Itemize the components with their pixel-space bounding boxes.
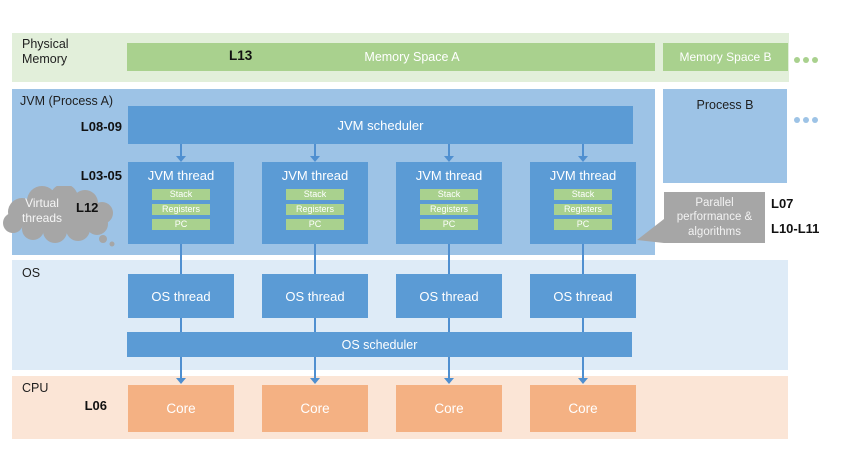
memory-space-a-label: Memory Space A xyxy=(364,50,460,64)
dot-icon xyxy=(803,57,809,63)
stack-pill: Stack xyxy=(420,189,478,200)
stack-pill: Stack xyxy=(286,189,344,200)
parallel-performance-label: Parallel performance & algorithms xyxy=(676,196,753,238)
os-thread-box: OS thread xyxy=(396,274,502,318)
connector-line xyxy=(448,244,450,274)
l03-05-label: L03-05 xyxy=(80,168,122,183)
dot-icon xyxy=(794,117,800,123)
os-label: OS xyxy=(22,266,41,280)
arrow-down-icon xyxy=(176,378,186,384)
jvm-thread-box: JVM thread Stack Registers PC xyxy=(262,162,368,244)
memory-space-b-label: Memory Space B xyxy=(679,50,772,64)
os-scheduler-box: OS scheduler xyxy=(127,332,632,357)
physical-memory-label: Physical Memory xyxy=(22,37,69,66)
stack-pill: Stack xyxy=(152,189,210,200)
connector-line xyxy=(180,318,182,332)
l07-label: L07 xyxy=(771,196,794,211)
arrow-down-icon xyxy=(444,378,454,384)
registers-pill: Registers xyxy=(420,204,478,215)
connector-line xyxy=(448,318,450,332)
connector-line xyxy=(180,357,182,378)
memory-space-a-bar: Memory Space A xyxy=(127,43,655,71)
connector-line xyxy=(180,144,182,157)
registers-pill: Registers xyxy=(152,204,210,215)
os-thread-box: OS thread xyxy=(530,274,636,318)
memory-ellipsis-dots xyxy=(794,57,818,63)
connector-line xyxy=(448,144,450,157)
jvm-scheduler-label: JVM scheduler xyxy=(337,117,424,133)
callout-tail-icon xyxy=(637,219,664,243)
parallel-performance-callout: Parallel performance & algorithms xyxy=(664,192,765,243)
connector-line xyxy=(582,244,584,274)
memory-space-b-bar: Memory Space B xyxy=(663,43,788,71)
process-b-box: Process B xyxy=(663,89,787,183)
core-box: Core xyxy=(530,385,636,432)
connector-line xyxy=(582,318,584,332)
jvm-thread-title: JVM thread xyxy=(281,168,349,183)
arrow-down-icon xyxy=(176,156,186,162)
core-box: Core xyxy=(128,385,234,432)
os-thread-label: OS thread xyxy=(285,288,345,304)
process-b-label: Process B xyxy=(696,98,754,112)
core-box: Core xyxy=(396,385,502,432)
core-label: Core xyxy=(434,401,464,416)
l06-label: L06 xyxy=(84,398,107,413)
l13-label: L13 xyxy=(229,48,253,63)
arrow-down-icon xyxy=(444,156,454,162)
os-thread-box: OS thread xyxy=(262,274,368,318)
connector-line xyxy=(314,357,316,378)
connector-line xyxy=(448,357,450,378)
jvm-scheduler-box: JVM scheduler xyxy=(128,106,633,144)
arrow-down-icon xyxy=(310,378,320,384)
jvm-thread-title: JVM thread xyxy=(549,168,617,183)
thought-cloud-icon xyxy=(3,186,115,247)
connector-line xyxy=(582,144,584,157)
registers-pill: Registers xyxy=(554,204,612,215)
l10-l11-label: L10-L11 xyxy=(771,221,820,236)
pc-pill: PC xyxy=(152,219,210,230)
jvm-thread-title: JVM thread xyxy=(147,168,215,183)
l12-label: L12 xyxy=(76,200,99,215)
jvm-thread-title: JVM thread xyxy=(415,168,483,183)
os-thread-box: OS thread xyxy=(128,274,234,318)
registers-pill: Registers xyxy=(286,204,344,215)
cpu-label: CPU xyxy=(22,381,49,395)
os-scheduler-label: OS scheduler xyxy=(341,337,418,352)
os-thread-label: OS thread xyxy=(151,288,211,304)
pc-pill: PC xyxy=(286,219,344,230)
l08-09-label: L08-09 xyxy=(80,119,122,134)
pc-pill: PC xyxy=(554,219,612,230)
stack-pill: Stack xyxy=(554,189,612,200)
core-label: Core xyxy=(300,401,330,416)
connector-line xyxy=(314,318,316,332)
connector-line xyxy=(180,244,182,274)
connector-line xyxy=(582,357,584,378)
core-label: Core xyxy=(568,401,598,416)
process-ellipsis-dots xyxy=(794,117,818,123)
virtual-threads-label: Virtual threads xyxy=(21,196,63,225)
jvm-thread-box: JVM thread Stack Registers PC xyxy=(530,162,636,244)
connector-line xyxy=(314,144,316,157)
connector-line xyxy=(314,244,316,274)
core-box: Core xyxy=(262,385,368,432)
core-label: Core xyxy=(166,401,196,416)
os-thread-label: OS thread xyxy=(419,288,479,304)
jvm-thread-box: JVM thread Stack Registers PC xyxy=(128,162,234,244)
dot-icon xyxy=(803,117,809,123)
jvm-thread-box: JVM thread Stack Registers PC xyxy=(396,162,502,244)
dot-icon xyxy=(794,57,800,63)
pc-pill: PC xyxy=(420,219,478,230)
arrow-down-icon xyxy=(310,156,320,162)
arrow-down-icon xyxy=(578,378,588,384)
dot-icon xyxy=(812,117,818,123)
os-thread-label: OS thread xyxy=(553,288,613,304)
jvm-process-a-label: JVM (Process A) xyxy=(20,94,114,108)
arrow-down-icon xyxy=(578,156,588,162)
dot-icon xyxy=(812,57,818,63)
